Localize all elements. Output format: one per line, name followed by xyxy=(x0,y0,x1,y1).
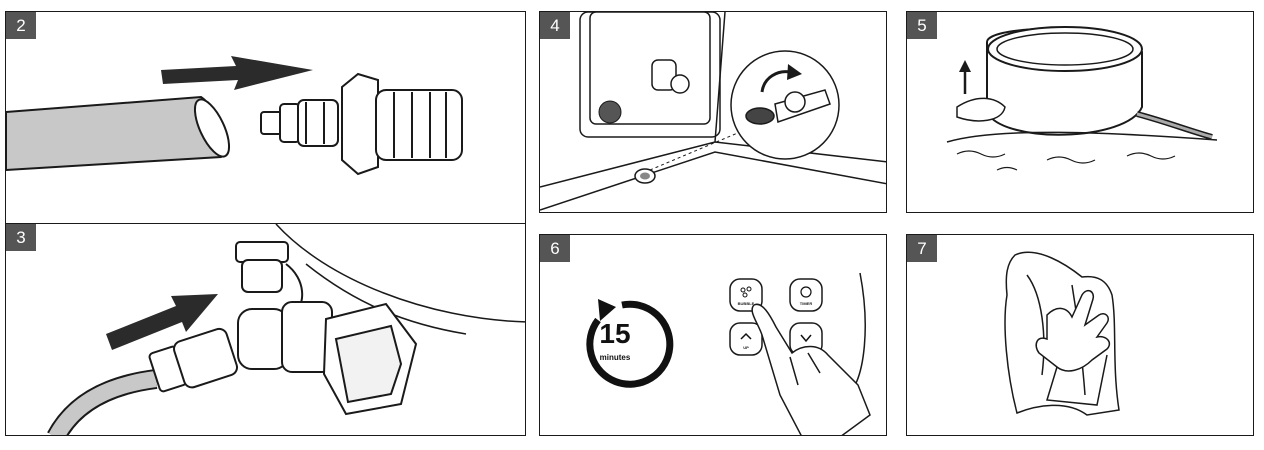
timer-value: 15 xyxy=(599,318,631,349)
hose-connector-icon xyxy=(260,72,463,176)
control-panel-illustration xyxy=(586,272,871,435)
cap-icon xyxy=(235,241,304,315)
hose-connector-illustration xyxy=(6,56,463,176)
cap-removal-illustration xyxy=(540,12,886,211)
step-badge-3: 3 xyxy=(6,224,36,251)
step-badge-2: 2 xyxy=(6,12,36,39)
panel-step-2: 2 xyxy=(5,11,526,224)
panel-step-4: 4 xyxy=(539,11,887,213)
timer-button-label: TIMER xyxy=(799,301,813,306)
up-button-label: UP xyxy=(743,345,749,350)
arrow-right-icon xyxy=(106,294,218,350)
step-badge-4: 4 xyxy=(540,12,570,39)
finger-press-icon xyxy=(751,303,871,435)
step-badge-7: 7 xyxy=(907,235,937,262)
lift-pump-illustration xyxy=(946,26,1218,171)
hose-connector-icon xyxy=(148,327,239,393)
cloth-wipe-illustration xyxy=(1004,251,1120,416)
panel-step-3: 3 xyxy=(5,223,526,436)
timer-unit: minutes xyxy=(599,353,631,362)
panel-step-5: 5 xyxy=(906,11,1254,213)
step-badge-5: 5 xyxy=(907,12,937,39)
arrow-right-icon xyxy=(161,56,313,90)
pool-inlet-connection-illustration xyxy=(47,224,525,435)
step-badge-6: 6 xyxy=(540,235,570,262)
cap-rotate-icon xyxy=(760,64,802,93)
panel-step-7: 7 xyxy=(906,234,1254,436)
timer-icon xyxy=(586,299,674,388)
bubble-button-label: BUBBLE xyxy=(737,301,755,306)
lift-arrow-icon xyxy=(959,60,971,94)
panel-step-6: 6 15 minutes BUBBLE TIMER UP xyxy=(539,234,887,436)
